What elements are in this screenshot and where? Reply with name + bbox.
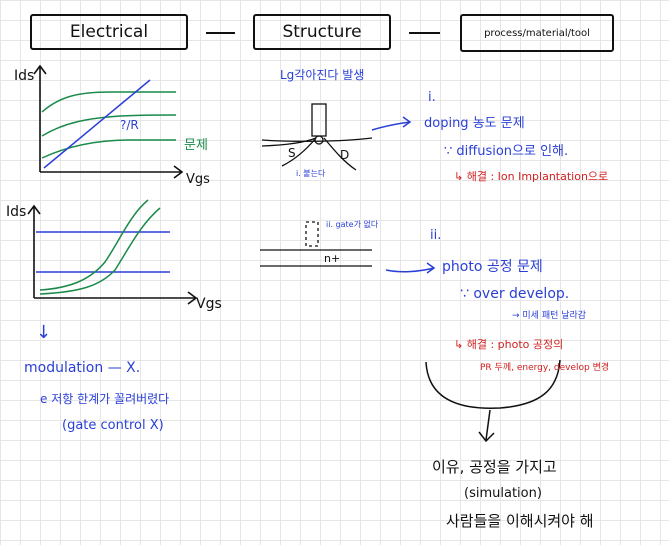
left-arrow: ↓ <box>36 322 52 343</box>
graph1-note: 문제 <box>184 138 208 153</box>
item-i-label: i. <box>428 90 436 105</box>
graph2-curves <box>39 199 161 295</box>
source-label: S <box>288 146 296 160</box>
header-electrical: Electrical <box>30 14 188 50</box>
structure-top-note: Lg각아진다 발생 <box>280 68 365 82</box>
resistance-note: e 저항 한계가 꼴려버렸다 <box>40 392 170 406</box>
conclusion-line1: 이유, 공정을 가지고 <box>432 458 557 476</box>
graph1-ylabel: Ids <box>14 68 35 84</box>
graph2-ylabel: Ids <box>6 204 27 220</box>
header-electrical-label: Electrical <box>69 22 149 42</box>
header-structure: Structure <box>253 14 391 50</box>
solution2-detail: PR 두께, energy, develop 변경 <box>480 363 610 373</box>
nplus-label: n+ <box>324 252 341 265</box>
solution1-note: ↳ 해결 : Ion Implantation으로 <box>454 170 609 183</box>
solution2-head: ↳ 해결 : photo 공정의 <box>454 338 564 351</box>
over-develop-note: ∵ over develop. <box>460 286 570 302</box>
drain-label: D <box>340 148 350 162</box>
graph1-load-line <box>43 79 151 169</box>
fine-pattern-note: → 미세 패턴 날라감 <box>512 311 587 321</box>
photo-note: photo 공정 문제 <box>442 259 543 275</box>
conclusion-line2: (simulation) <box>464 486 542 501</box>
structure-sub-note: i. 붙는다 <box>296 169 326 178</box>
header-process: process/material/tool <box>460 14 614 52</box>
graph1-curves <box>41 91 177 159</box>
gate-control-note: (gate control X) <box>62 418 164 433</box>
modulation-note: modulation — X. <box>24 360 141 376</box>
gate-missing-note: ii. gate가 없다 <box>326 220 379 229</box>
header-process-label: process/material/tool <box>484 27 590 39</box>
conclusion-arrow <box>425 359 561 443</box>
graph2-xlabel: Vgs <box>196 296 222 312</box>
structure-device-2 <box>260 221 372 267</box>
arrows <box>371 116 436 274</box>
graph2-reference-lines <box>36 231 170 273</box>
item-ii-label: ii. <box>430 228 442 243</box>
diffusion-note: ∵ diffusion으로 인해. <box>444 144 569 159</box>
structure-device-1 <box>261 103 373 171</box>
doping-note: doping 농도 문제 <box>424 116 525 131</box>
header-structure-label: Structure <box>282 22 362 42</box>
graph1-axes <box>33 64 184 179</box>
graph1-mark: ?/R <box>120 118 139 132</box>
conclusion-line3: 사람들을 이해시켜야 해 <box>446 512 594 530</box>
graph1-xlabel: Vgs <box>186 172 210 187</box>
graph2-axes <box>27 204 198 305</box>
